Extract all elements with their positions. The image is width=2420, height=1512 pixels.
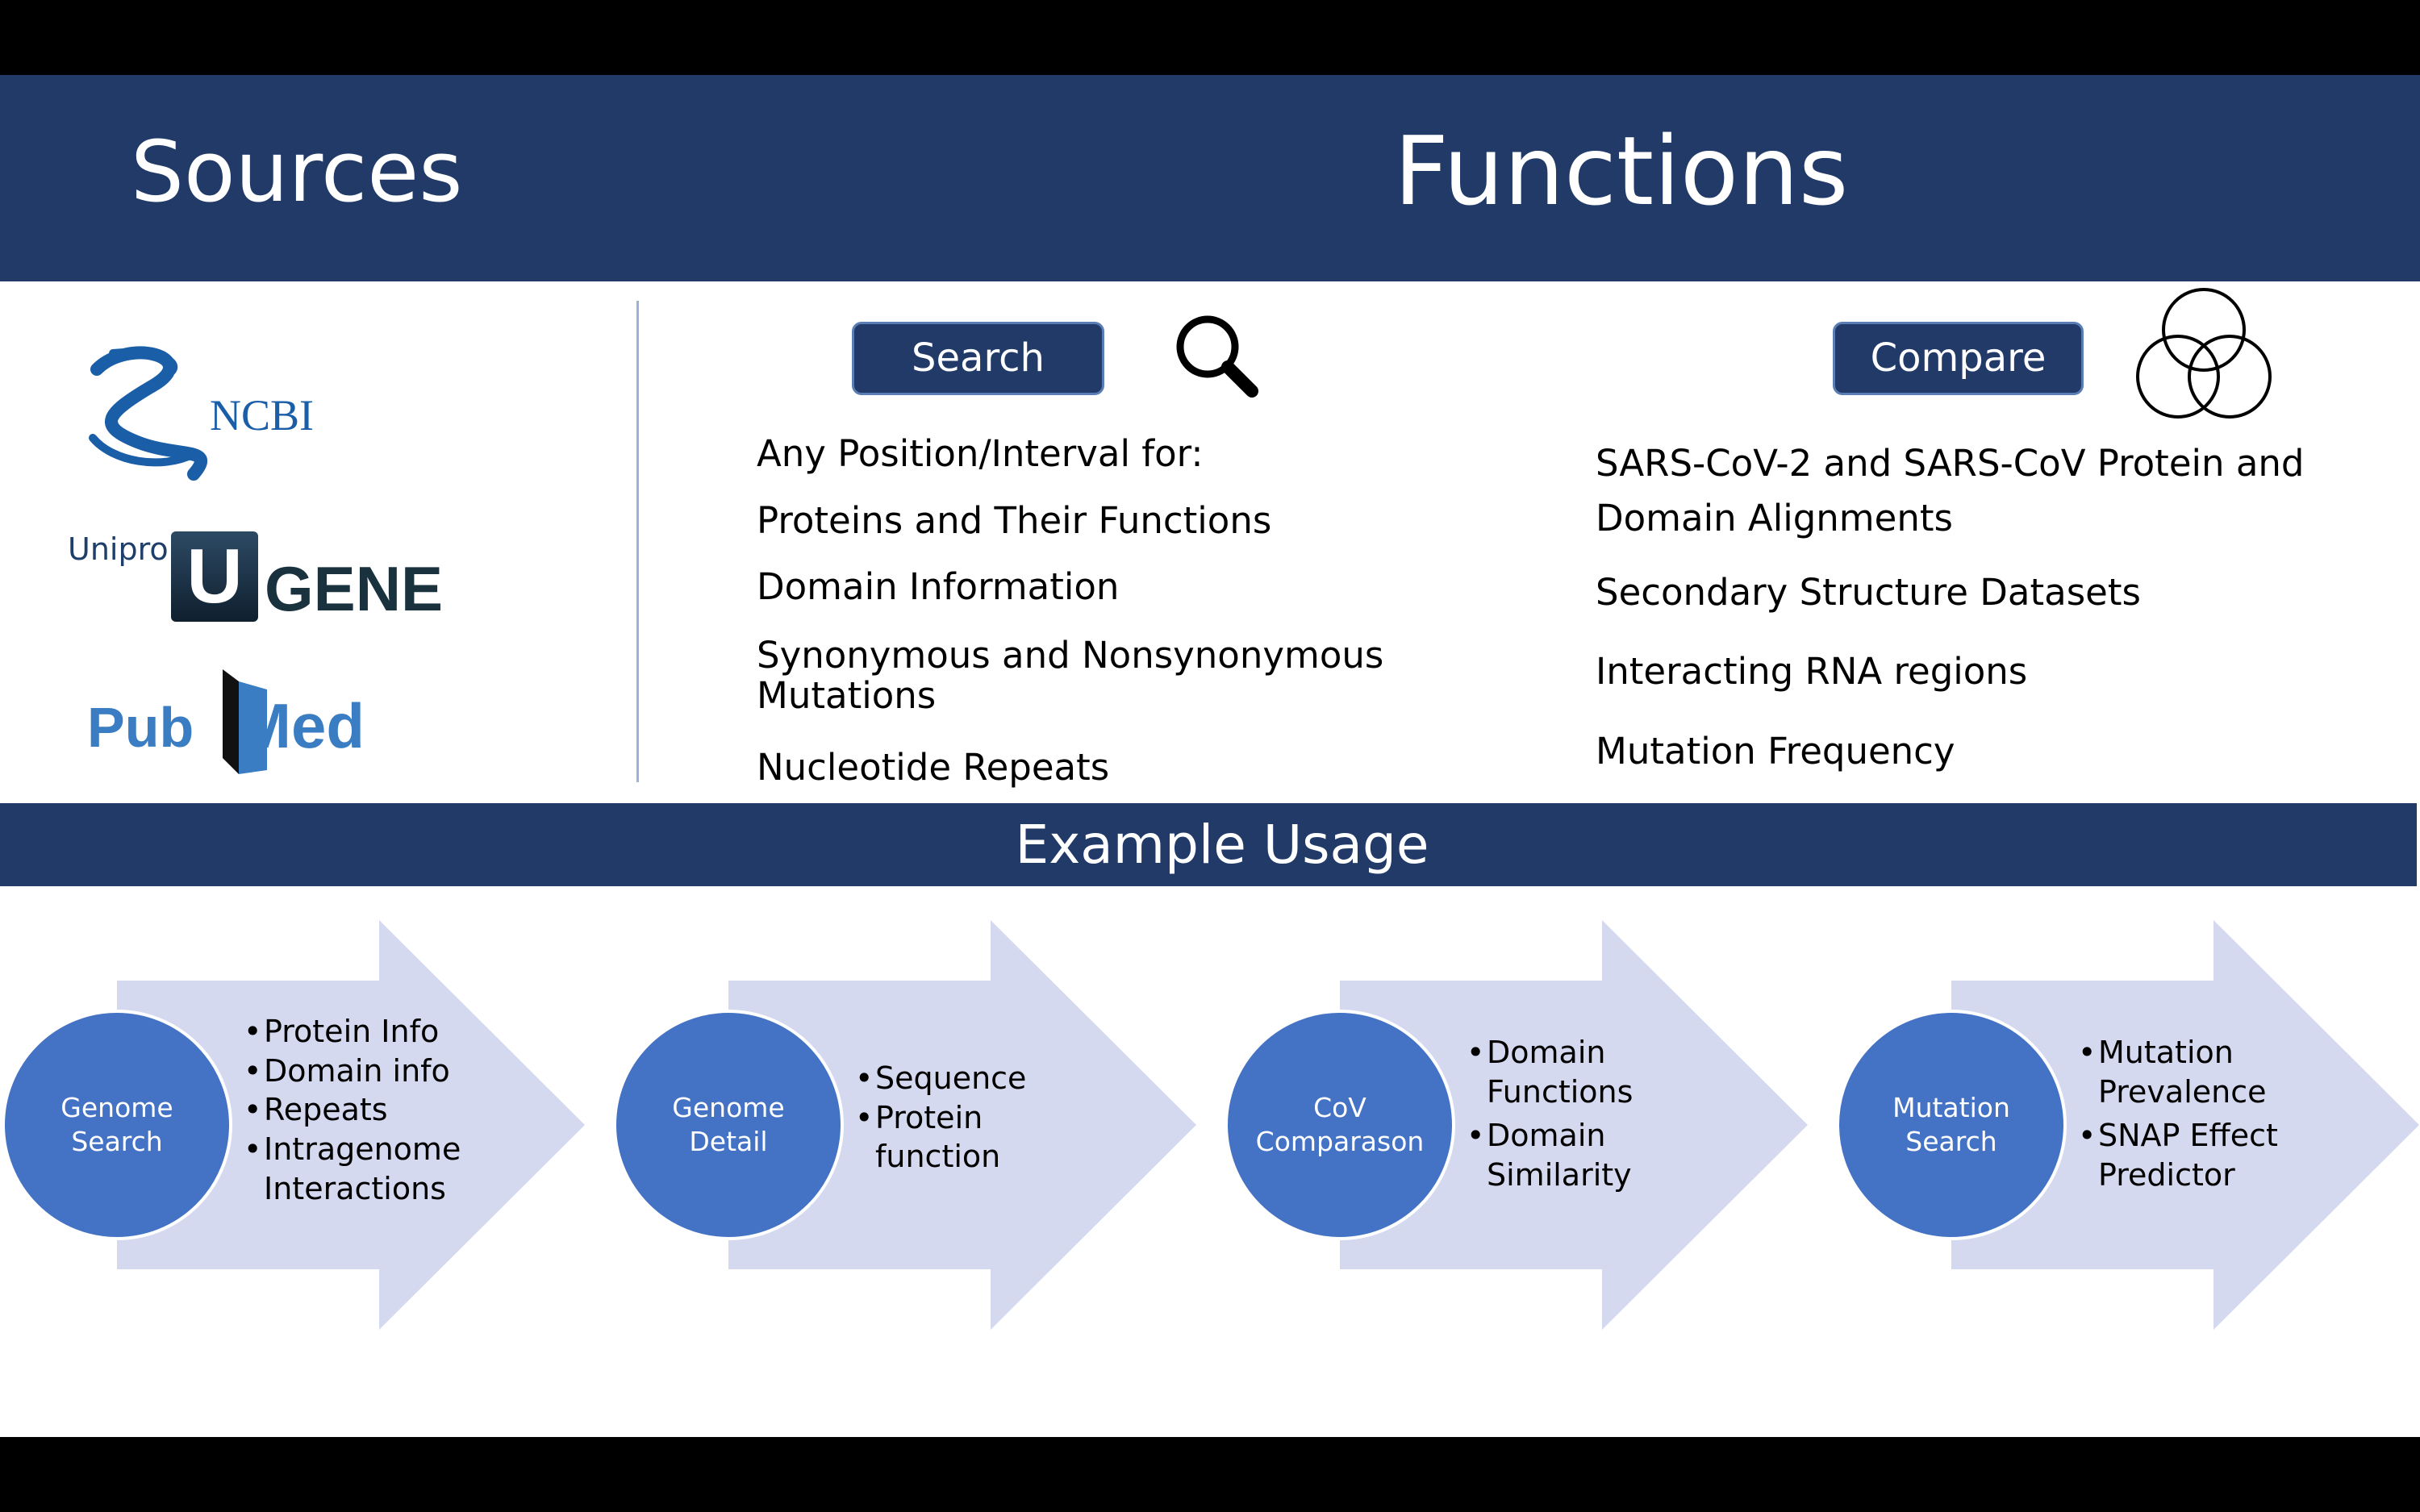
slide: Sources Functions NCBI Unipro U GENE Pub… [0, 75, 2420, 1437]
example-bullets-genome-detail: Sequence Protein function [855, 1059, 1033, 1177]
example-circle-label: Search [71, 1126, 163, 1157]
search-item-0: Any Position/Interval for: [757, 432, 1204, 475]
example-circle-label: Comparason [1255, 1126, 1425, 1157]
search-item-2: Domain Information [757, 565, 1120, 608]
list-item: Domain Similarity [1467, 1116, 1652, 1194]
example-circle-label: Detail [689, 1126, 768, 1157]
section-divider [636, 301, 639, 782]
list-item: Protein function [855, 1098, 1033, 1177]
example-bullets-genome-search: Protein Info Domain info Repeats Intrage… [244, 1012, 478, 1208]
ugene-u-tile: U [171, 531, 258, 622]
example-circle-label: Search [1905, 1126, 1997, 1157]
example-circle-genome-search: Genome Search [2, 1010, 232, 1240]
example-circle-genome-detail: Genome Detail [613, 1010, 844, 1240]
list-item: Repeats [244, 1090, 478, 1130]
ugene-prefix: Unipro [68, 531, 169, 567]
example-bullets-cov-comparason: Domain Functions Domain Similarity [1467, 1033, 1652, 1195]
example-circle-mutation-search: Mutation Search [1836, 1010, 2067, 1240]
header-band [0, 75, 2420, 281]
example-circle-cov-comparason: CoV Comparason [1225, 1010, 1455, 1240]
list-item: Sequence [855, 1059, 1033, 1098]
compare-item-2: Interacting RNA regions [1596, 650, 2028, 693]
list-item: Domain Functions [1467, 1033, 1652, 1111]
list-item: Protein Info [244, 1012, 478, 1052]
ugene-name: GENE [265, 553, 444, 624]
example-circle-label: Mutation [1892, 1091, 2010, 1123]
compare-item-0: SARS-CoV-2 and SARS-CoV Protein and Doma… [1596, 442, 2305, 539]
ncbi-text: NCBI [210, 391, 314, 439]
compare-button[interactable]: Compare [1833, 322, 2084, 395]
venn-diagram-icon [2136, 288, 2272, 419]
search-button[interactable]: Search [852, 322, 1104, 395]
ugene-logo: Unipro U GENE [68, 531, 455, 628]
pubmed-book-icon [223, 669, 267, 774]
pubmed-med: Med [239, 690, 365, 761]
magnifier-icon [1176, 315, 1258, 398]
example-bullets-mutation-search: Mutation Prevalence SNAP Effect Predicto… [2078, 1033, 2280, 1195]
example-circle-label: Genome [672, 1091, 785, 1123]
list-item: SNAP Effect Predictor [2078, 1116, 2280, 1194]
example-usage-heading: Example Usage [1015, 814, 1429, 876]
ugene-u: U [186, 533, 243, 619]
list-item: Mutation Prevalence [2078, 1033, 2280, 1111]
ncbi-logo: NCBI [89, 346, 314, 481]
compare-item-1: Secondary Structure Datasets [1596, 571, 2141, 614]
functions-heading: Functions [1394, 115, 1849, 227]
example-circle-label: Genome [60, 1091, 173, 1123]
search-item-4: Nucleotide Repeats [757, 746, 1110, 789]
sources-heading: Sources [131, 123, 463, 221]
search-item-3: Synonymous and Nonsynonymous Mutations [757, 634, 1384, 717]
pubmed-pub: Pub [87, 696, 194, 759]
example-band [0, 803, 2417, 886]
example-arrows [117, 920, 2419, 1330]
example-circle-label: CoV [1313, 1091, 1366, 1123]
pubmed-logo: Pub Med [87, 665, 394, 778]
search-item-1: Proteins and Their Functions [757, 499, 1272, 542]
list-item: Intragenome Interactions [244, 1130, 478, 1208]
compare-item-3: Mutation Frequency [1596, 730, 1955, 773]
list-item: Domain info [244, 1052, 478, 1091]
